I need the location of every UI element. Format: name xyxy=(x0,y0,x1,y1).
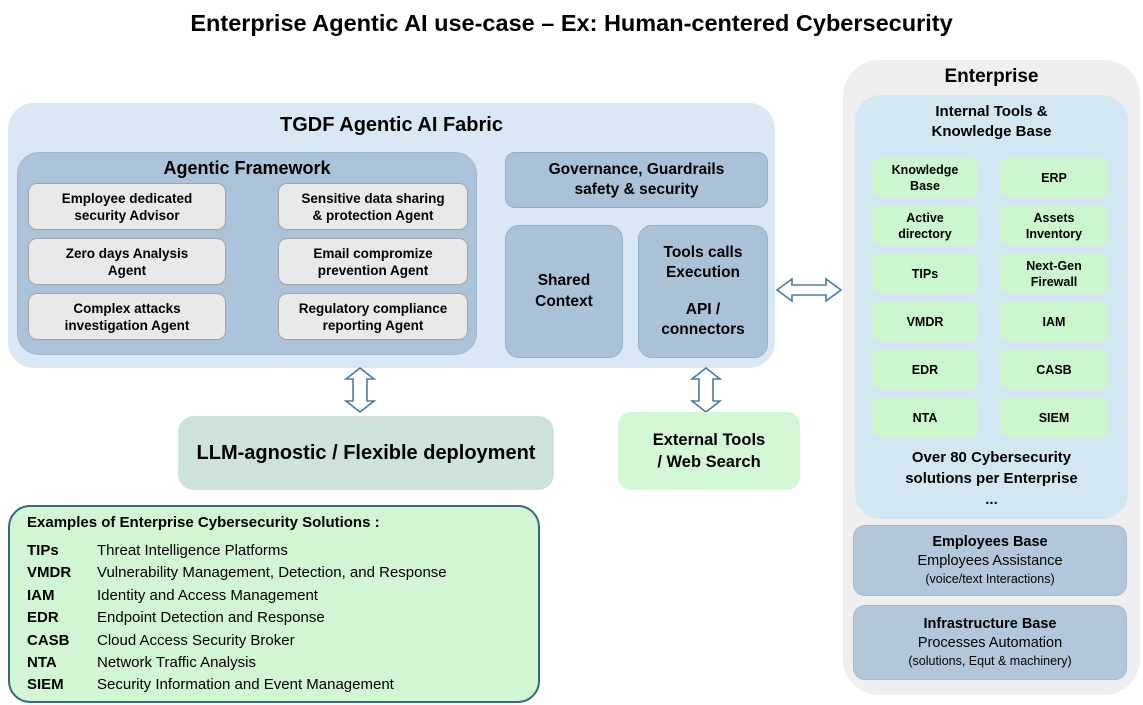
tool-chip-iam: IAM xyxy=(1000,302,1108,342)
tools-calls-box: Tools calls Execution API / connectors xyxy=(638,225,768,358)
agent-card-email-compromize-prevention: Email compromize prevention Agent xyxy=(278,238,468,285)
term-definition: Cloud Access Security Broker xyxy=(97,631,295,649)
tool-chip-edr: EDR xyxy=(872,350,978,390)
fabric-box: TGDF Agentic AI Fabric Agentic Framework… xyxy=(8,103,775,368)
governance-box: Governance, Guardrails safety & security xyxy=(505,152,768,208)
agent-label: Zero days Analysis xyxy=(65,245,189,261)
term-abbr: VMDR xyxy=(27,564,72,582)
tool-chip-active-directory: Active directory xyxy=(872,206,978,246)
internal-tools-footer: Over 80 Cybersecurity solutions per Ente… xyxy=(855,447,1128,510)
agent-label: & protection Agent xyxy=(312,207,434,223)
internal-tools-footer-line: solutions per Enterprise xyxy=(905,470,1078,487)
agent-card-zero-days-analysis: Zero days Analysis Agent xyxy=(28,238,226,285)
agent-label: investigation Agent xyxy=(64,317,190,333)
term-abbr: CASB xyxy=(27,631,70,649)
agent-label: Regulatory compliance xyxy=(298,300,448,316)
term-abbr: SIEM xyxy=(27,676,64,694)
infrastructure-base-box: Infrastructure Base Processes Automation… xyxy=(853,605,1127,680)
example-row: CASB Cloud Access Security Broker xyxy=(27,630,528,652)
agent-grid: Employee dedicated security Advisor Sens… xyxy=(28,183,468,340)
agent-label: security Advisor xyxy=(74,207,180,223)
processes-automation-label: Processes Automation xyxy=(917,635,1063,652)
shared-context-box: Shared Context xyxy=(505,225,623,358)
ellipsis-label: ... xyxy=(985,491,998,508)
external-tools-label: / Web Search xyxy=(657,453,761,471)
enterprise-title: Enterprise xyxy=(944,66,1039,87)
employees-assistance-label: Employees Assistance xyxy=(917,553,1063,570)
agentic-framework-title: Agentic Framework xyxy=(163,158,331,178)
agent-label: prevention Agent xyxy=(317,262,429,278)
internal-tools-title: Internal Tools & Knowledge Base xyxy=(855,102,1128,143)
page-title: Enterprise Agentic AI use-case – Ex: Hum… xyxy=(190,10,953,36)
term-abbr: IAM xyxy=(27,586,55,604)
tool-chip-knowledge-base: Knowledge Base xyxy=(872,158,978,198)
example-row: TIPs Threat Intelligence Platforms xyxy=(27,540,528,562)
enterprise-panel: Enterprise Internal Tools & Knowledge Ba… xyxy=(843,60,1140,695)
internal-tools-box: Internal Tools & Knowledge Base Knowledg… xyxy=(855,95,1128,519)
example-row: EDR Endpoint Detection and Response xyxy=(27,607,528,629)
tool-chip-vmdr: VMDR xyxy=(872,302,978,342)
infrastructure-detail-label: (solutions, Equt & machinery) xyxy=(908,654,1072,669)
examples-box: Examples of Enterprise Cybersecurity Sol… xyxy=(8,505,540,703)
tool-chip-assets-inventory: Assets Inventory xyxy=(1000,206,1108,246)
api-connectors-label: API / connectors xyxy=(661,300,745,338)
enterprise-double-arrow-icon xyxy=(776,275,842,305)
external-tools-box: External Tools / Web Search xyxy=(618,412,800,490)
example-row: NTA Network Traffic Analysis xyxy=(27,652,528,674)
governance-label: Governance, Guardrails xyxy=(548,160,725,178)
agent-label: Employee dedicated xyxy=(61,190,193,206)
agent-label: reporting Agent xyxy=(322,317,424,333)
term-definition: Threat Intelligence Platforms xyxy=(97,542,288,559)
external-tools-double-arrow-icon xyxy=(690,367,722,413)
term-abbr: NTA xyxy=(27,654,57,672)
tool-chip-erp: ERP xyxy=(1000,158,1108,198)
internal-tools-title-line: Internal Tools & xyxy=(935,103,1048,120)
term-abbr: TIPs xyxy=(27,542,59,559)
agent-label: Agent xyxy=(107,262,147,278)
example-row: VMDR Vulnerability Management, Detection… xyxy=(27,562,528,584)
internal-tools-footer-line: Over 80 Cybersecurity xyxy=(911,449,1072,466)
tool-chip-grid: Knowledge Base ERP Active directory Asse… xyxy=(872,158,1108,438)
tool-chip-tips: TIPs xyxy=(872,254,978,294)
agent-card-sensitive-data-sharing: Sensitive data sharing & protection Agen… xyxy=(278,183,468,230)
term-definition: Security Information and Event Managemen… xyxy=(97,676,394,694)
term-definition: Endpoint Detection and Response xyxy=(97,609,325,627)
example-row: SIEM Security Information and Event Mana… xyxy=(27,674,528,696)
term-definition: Vulnerability Management, Detection, and… xyxy=(97,564,447,582)
tool-chip-casb: CASB xyxy=(1000,350,1108,390)
governance-label: safety & security xyxy=(574,181,699,198)
infrastructure-base-title: Infrastructure Base xyxy=(923,616,1057,633)
term-definition: Identity and Access Management xyxy=(97,586,318,604)
agent-card-complex-attacks-investigation: Complex attacks investigation Agent xyxy=(28,293,226,340)
employees-base-box: Employees Base Employees Assistance (voi… xyxy=(853,525,1127,596)
tool-chip-nta: NTA xyxy=(872,398,978,438)
agent-label: Complex attacks xyxy=(73,300,181,316)
tools-calls-label: Tools calls Execution xyxy=(663,244,743,282)
external-tools-label: External Tools xyxy=(652,430,766,449)
examples-title: Examples of Enterprise Cybersecurity Sol… xyxy=(27,514,380,531)
agentic-framework-box: Agentic Framework Employee dedicated sec… xyxy=(17,152,477,355)
fabric-title: TGDF Agentic AI Fabric xyxy=(280,114,503,136)
llm-double-arrow-icon xyxy=(344,367,376,413)
agent-label: Email compromize xyxy=(313,245,433,261)
employees-base-title: Employees Base xyxy=(932,534,1048,551)
examples-list: TIPs Threat Intelligence Platforms VMDR … xyxy=(27,540,528,697)
term-definition: Network Traffic Analysis xyxy=(97,654,256,672)
employees-interactions-label: (voice/text Interactions) xyxy=(925,572,1055,587)
llm-deployment-box: LLM-agnostic / Flexible deployment xyxy=(178,416,554,490)
example-row: IAM Identity and Access Management xyxy=(27,585,528,607)
tool-chip-siem: SIEM xyxy=(1000,398,1108,438)
agent-card-regulatory-compliance-reporting: Regulatory compliance reporting Agent xyxy=(278,293,468,340)
tool-chip-next-gen-firewall: Next-Gen Firewall xyxy=(1000,254,1108,294)
internal-tools-title-line: Knowledge Base xyxy=(931,123,1052,141)
agent-label: Sensitive data sharing xyxy=(301,190,445,206)
agent-card-employee-security-advisor: Employee dedicated security Advisor xyxy=(28,183,226,230)
term-abbr: EDR xyxy=(27,609,59,627)
